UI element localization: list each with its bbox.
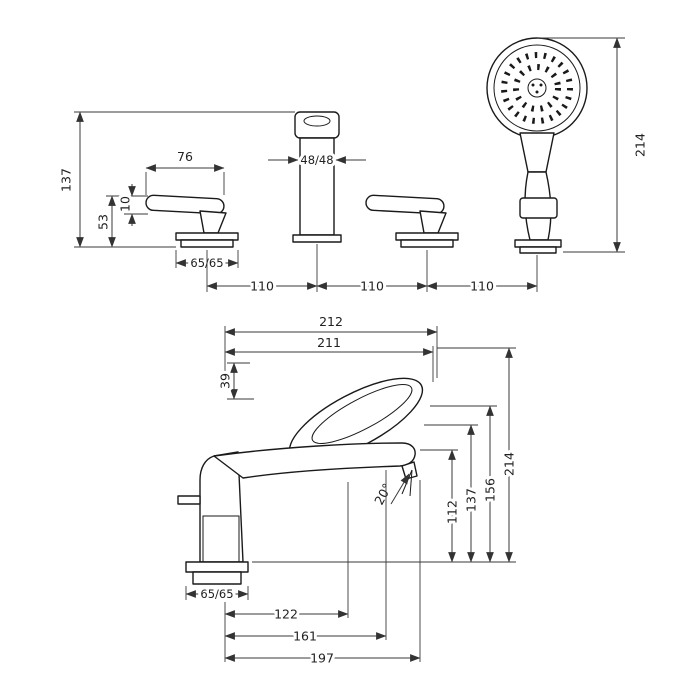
dim-label-214-side: 214 xyxy=(502,452,517,476)
dim-label-112: 112 xyxy=(445,500,460,524)
dim-label-110-b: 110 xyxy=(360,279,384,294)
dim-label-161: 161 xyxy=(293,629,317,644)
dim-label-156: 156 xyxy=(483,478,498,502)
spout-front xyxy=(292,111,342,243)
dim-front-height-214: 214 xyxy=(537,37,651,253)
dim-label-39: 39 xyxy=(218,373,233,389)
side-spout xyxy=(213,442,416,479)
dim-label-10: 10 xyxy=(118,196,133,212)
dim-front-handle-76: 76 xyxy=(145,146,225,195)
nozzle-ring-inner xyxy=(513,64,561,112)
shower-neck xyxy=(519,132,555,173)
dim-front-spacing-110: 110 110 110 xyxy=(206,244,538,297)
dim-label-214-front: 214 xyxy=(633,133,648,157)
dim-front-height-137: 137 xyxy=(56,111,295,248)
hand-shower-front xyxy=(486,37,588,254)
side-fixture xyxy=(177,377,424,585)
dim-front-handle-53: 53 xyxy=(93,195,148,248)
dim-side-reach: 122 161 197 xyxy=(224,470,421,669)
dim-label-76: 76 xyxy=(177,149,193,164)
side-view: 212 211 39 112 137 156 214 xyxy=(177,311,520,669)
front-view: 137 76 53 10 65/65 xyxy=(56,37,651,297)
dim-front-spout-48: 48/48 xyxy=(268,150,366,170)
dim-side-heights: 112 137 156 214 xyxy=(252,347,520,563)
dim-label-197: 197 xyxy=(310,651,334,666)
left-handle-front xyxy=(145,194,239,248)
drain-pull xyxy=(177,495,201,505)
dim-label-110-c: 110 xyxy=(470,279,494,294)
dim-label-137-front: 137 xyxy=(59,168,74,192)
dim-label-65-side: 65/65 xyxy=(200,587,233,601)
shower-holder xyxy=(519,197,558,219)
dim-label-48: 48/48 xyxy=(300,153,333,167)
dim-label-137-side: 137 xyxy=(464,488,479,512)
dim-label-110-a: 110 xyxy=(250,279,274,294)
nozzle-ring-outer xyxy=(501,52,573,124)
dim-side-base-65: 65/65 xyxy=(185,584,249,604)
dim-label-122: 122 xyxy=(274,607,298,622)
right-handle-front xyxy=(365,194,459,248)
dim-label-211: 211 xyxy=(317,335,341,350)
dim-label-53: 53 xyxy=(96,214,111,230)
dim-side-offset-39: 39 xyxy=(215,362,254,400)
dim-front-handle-10: 10 xyxy=(115,184,148,226)
dim-label-212: 212 xyxy=(319,314,343,329)
dim-side-depth-212-211: 212 211 xyxy=(224,311,438,382)
